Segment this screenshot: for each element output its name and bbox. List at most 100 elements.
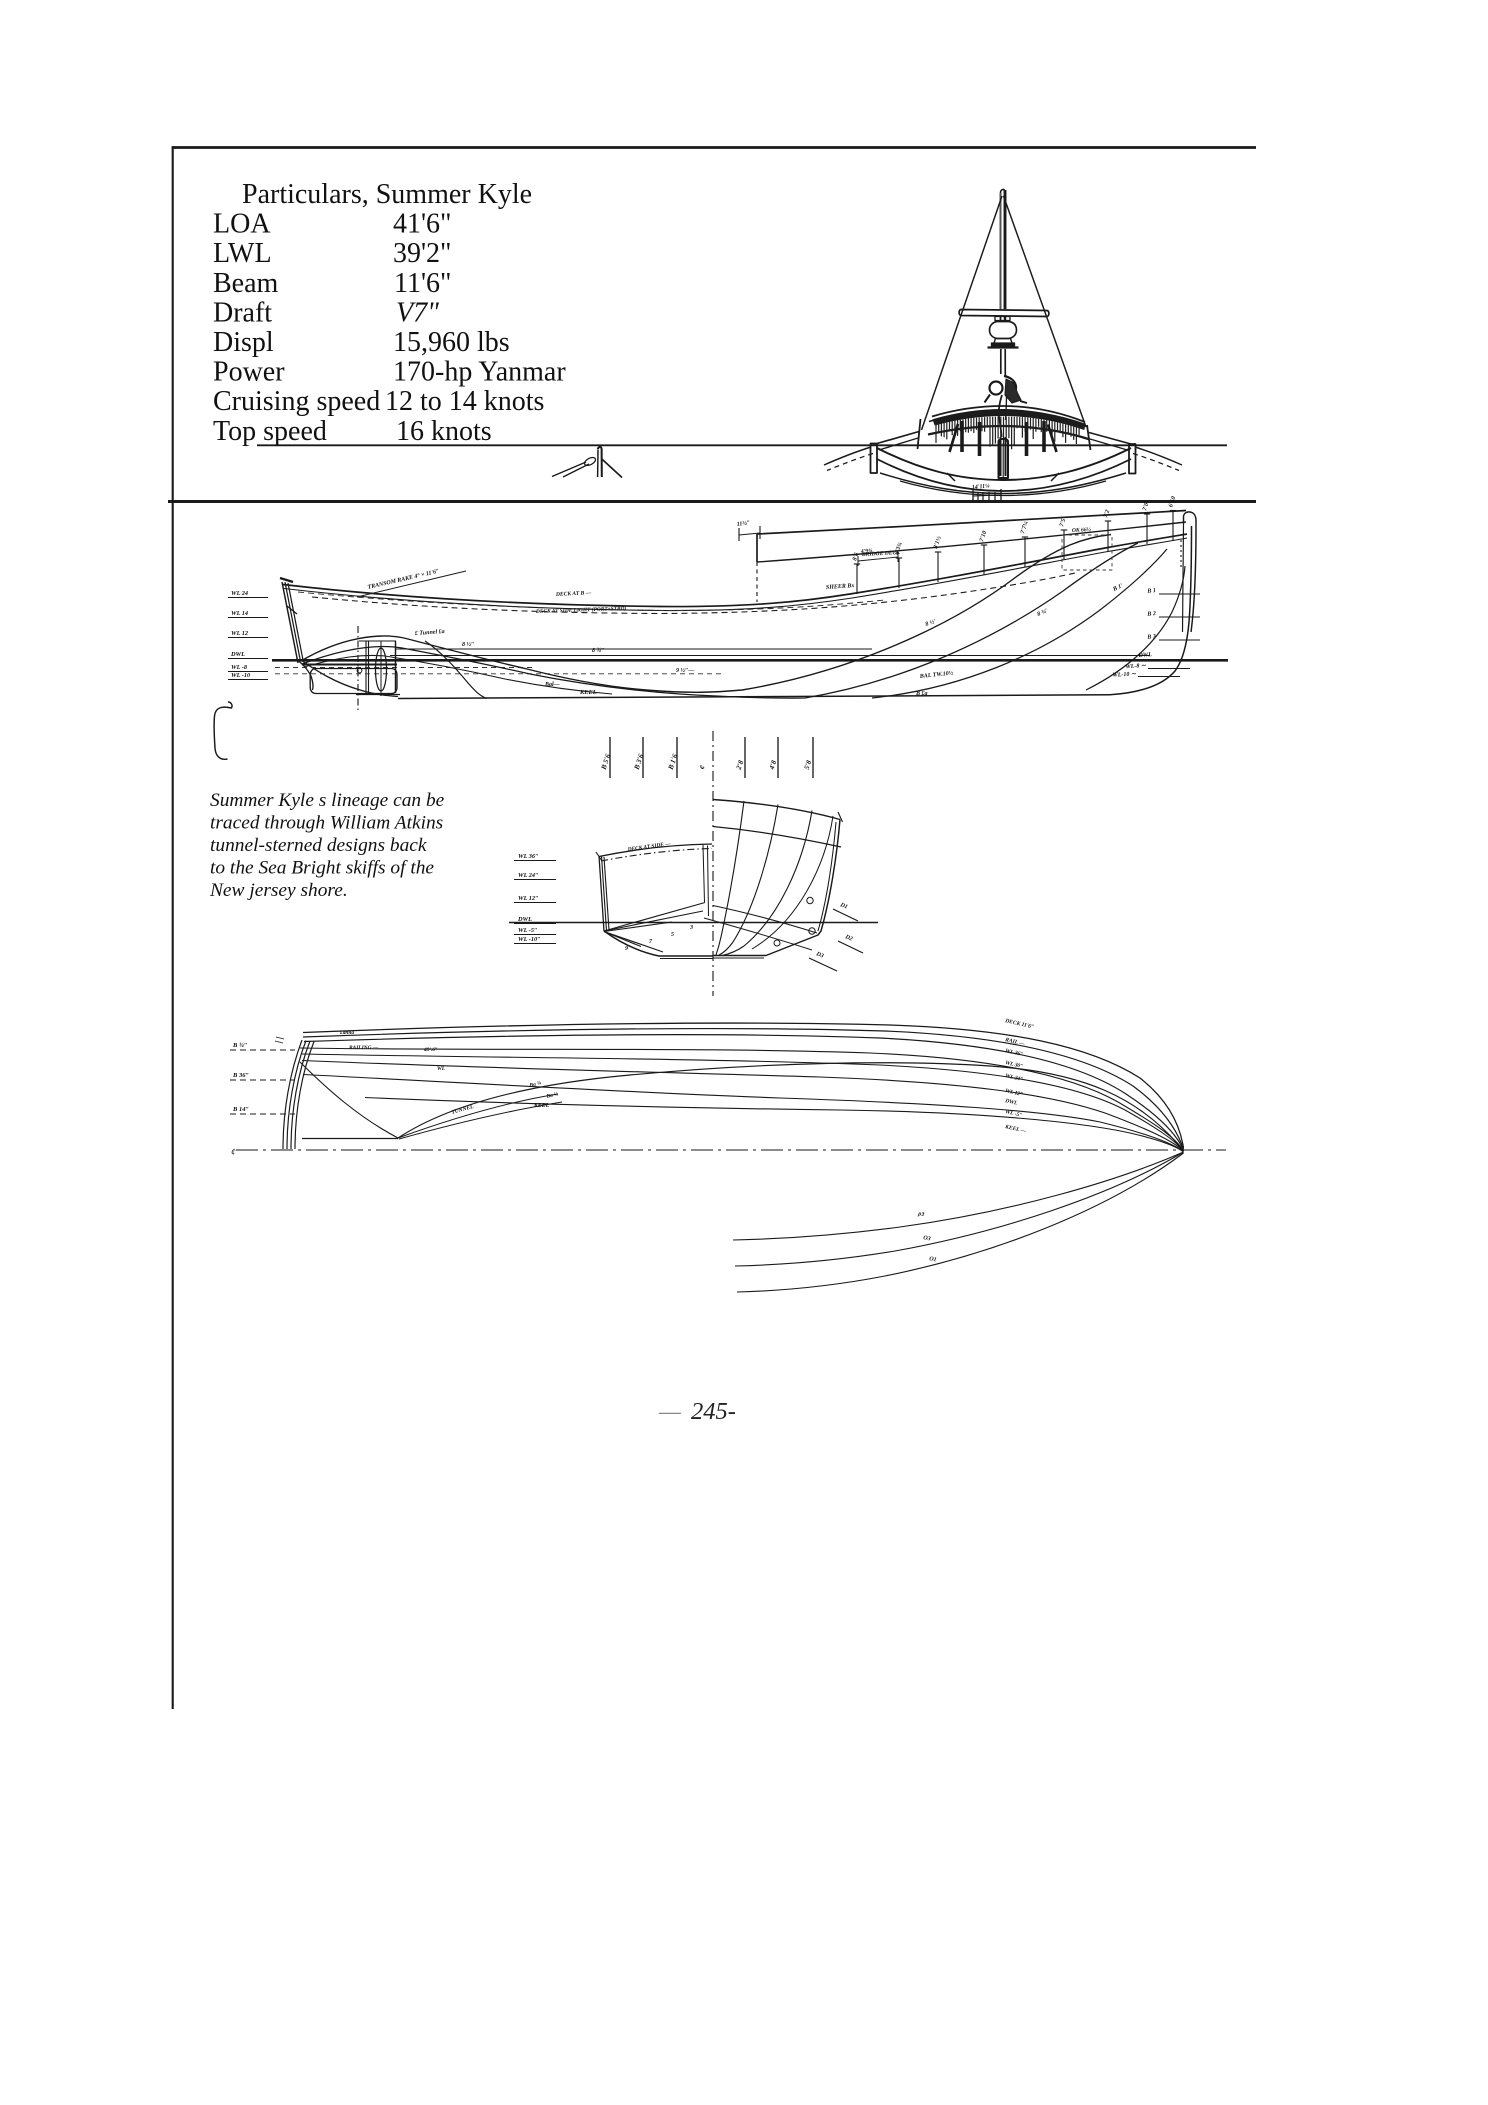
svg-text:7'2: 7'2	[1102, 509, 1111, 519]
svg-text:Summer Kyle s lineage can be: Summer Kyle s lineage can be	[210, 790, 445, 811]
svg-text:BAL TW.10½: BAL TW.10½	[918, 669, 954, 680]
svg-text:8 ¾″: 8 ¾″	[592, 648, 604, 654]
svg-text:DWL: DWL	[1004, 1098, 1019, 1107]
svg-text:7: 7	[649, 939, 653, 945]
svg-text:Power: Power	[213, 357, 285, 388]
svg-text:O3: O3	[923, 1235, 931, 1242]
svg-text:V7": V7"	[396, 297, 439, 328]
svg-text:—: —	[658, 1398, 681, 1425]
svg-text:15,960 lbs: 15,960 lbs	[393, 327, 510, 358]
svg-text:D2: D2	[843, 934, 853, 943]
svg-text:WL 24″: WL 24″	[1005, 1073, 1024, 1083]
svg-text:245-: 245-	[691, 1398, 736, 1425]
svg-text:WL 12″: WL 12″	[1005, 1088, 1024, 1098]
svg-text:Draft: Draft	[213, 297, 272, 328]
svg-text:B 14″: B 14″	[232, 1106, 249, 1113]
svg-text:Cruising speed: Cruising speed	[213, 386, 380, 417]
svg-text:9 ½″—: 9 ½″—	[676, 667, 694, 674]
svg-text:¢: ¢	[697, 764, 707, 771]
svg-text:7'10: 7'10	[978, 530, 988, 543]
svg-text:8'1½: 8'1½	[932, 535, 943, 549]
svg-text:BRIDGE DECK: BRIDGE DECK	[861, 550, 902, 558]
svg-text:B 3: B 3	[1146, 634, 1156, 641]
svg-text:39'2": 39'2"	[393, 238, 451, 269]
svg-text:WL -10: WL -10	[231, 672, 251, 679]
svg-text:DECK AT B —: DECK AT B —	[555, 590, 592, 598]
svg-text:TRANSOM RAKE 4° × 11'6″: TRANSOM RAKE 4° × 11'6″	[367, 568, 440, 591]
svg-text:O1: O1	[929, 1256, 937, 1263]
svg-text:SHEER Bx: SHEER Bx	[826, 583, 855, 591]
svg-text:WL 36″: WL 36″	[1005, 1048, 1024, 1058]
svg-text:£ Tunnel £a: £ Tunnel £a	[414, 629, 445, 637]
svg-text:RAILING —: RAILING —	[348, 1045, 379, 1051]
svg-text:Beam: Beam	[213, 268, 279, 299]
svg-text:¢: ¢	[231, 1147, 236, 1157]
svg-text:DWL: DWL	[1137, 652, 1152, 659]
svg-text:WL-8 ∼: WL-8 ∼	[1125, 663, 1147, 670]
svg-text:Particulars, Summer Kyle: Particulars, Summer Kyle	[242, 179, 532, 210]
svg-text:B £a: B £a	[915, 691, 928, 697]
svg-text:8 ½″: 8 ½″	[462, 641, 474, 648]
svg-text:WL-10 ∼: WL-10 ∼	[1112, 671, 1137, 678]
svg-text:7'7¼: 7'7¼	[1019, 520, 1030, 534]
svg-text:LWL: LWL	[213, 238, 272, 269]
svg-text:3: 3	[689, 925, 693, 931]
svg-text:WL -8: WL -8	[231, 664, 248, 671]
svg-text:DECK 11'6″: DECK 11'6″	[1004, 1018, 1035, 1031]
svg-text:Ba ½: Ba ½	[545, 1090, 559, 1100]
svg-text:B 1′: B 1′	[1111, 583, 1124, 593]
svg-text:traced through William Atkins: traced through William Atkins	[210, 813, 443, 834]
svg-text:11¾″: 11¾″	[736, 520, 750, 528]
svg-text:WL 14: WL 14	[231, 610, 248, 617]
svg-text:tunnel-sterned designs back: tunnel-sterned designs back	[210, 835, 427, 856]
svg-text:4'9¾: 4'9¾	[860, 548, 873, 555]
svg-text:Bal—: Bal—	[544, 682, 560, 688]
svg-text:11'6": 11'6"	[394, 268, 451, 299]
svg-text:D1: D1	[838, 902, 848, 911]
svg-text:8 ¾′: 8 ¾′	[1037, 608, 1049, 618]
svg-text:£anna: £anna	[339, 1030, 354, 1036]
svg-text:WL 12″: WL 12″	[518, 895, 539, 902]
svg-text:DECK AT SIDE LIGHT (PORT+STBD): DECK AT SIDE LIGHT (PORT+STBD)	[535, 605, 627, 615]
svg-text:B 36″: B 36″	[232, 1072, 249, 1079]
svg-text:DWL: DWL	[517, 916, 532, 923]
svg-text:WL 24″: WL 24″	[518, 872, 539, 879]
svg-text:KEEL —: KEEL —	[1004, 1124, 1028, 1135]
svg-text:to the Sea Bright skiffs of th: to the Sea Bright skiffs of the	[210, 858, 434, 879]
svg-text:4'8: 4'8	[767, 759, 778, 772]
svg-text:5: 5	[671, 932, 674, 938]
svg-text:9: 9	[625, 946, 628, 952]
svg-text:WL 36″: WL 36″	[518, 853, 539, 860]
svg-text:WL -5″: WL -5″	[518, 927, 538, 934]
svg-text:DWL: DWL	[230, 651, 245, 658]
svg-text:WL: WL	[437, 1066, 446, 1072]
svg-text:KEEL: KEEL	[533, 1103, 550, 1109]
svg-text:B 1: B 1	[1146, 588, 1156, 595]
svg-text:WL 30″: WL 30″	[1005, 1060, 1024, 1070]
svg-text:New jersey shore.: New jersey shore.	[209, 880, 348, 901]
svg-text:7'0: 7'0	[1141, 502, 1150, 512]
svg-text:7'5: 7'5	[1058, 518, 1067, 528]
svg-text:B 2: B 2	[1146, 611, 1156, 618]
svg-text:Top speed: Top speed	[213, 416, 327, 447]
svg-text:Displ: Displ	[213, 327, 274, 358]
svg-text:5'8: 5'8	[803, 759, 814, 771]
svg-text:Ba ¾: Ba ¾	[528, 1080, 542, 1089]
svg-text:KEEL: KEEL	[579, 689, 597, 696]
svg-text:D3: D3	[814, 951, 824, 960]
svg-text:12 to 14 knots: 12 to 14 knots	[385, 386, 544, 417]
svg-text:OK 66½: OK 66½	[1072, 526, 1092, 534]
svg-text:p3: p3	[917, 1211, 925, 1218]
svg-text:8 ½′: 8 ½′	[924, 618, 937, 628]
svg-text:170-hp Yanmar: 170-hp Yanmar	[393, 357, 566, 388]
svg-text:41'6": 41'6"	[393, 209, 451, 240]
svg-text:8'6: 8'6	[851, 551, 860, 562]
svg-text:8'3¾: 8'3¾	[893, 541, 904, 555]
svg-text:6'10: 6'10	[1167, 495, 1177, 508]
svg-text:49'.6″: 49'.6″	[423, 1047, 438, 1053]
svg-text:2'8: 2'8	[734, 759, 745, 772]
svg-text:WL -10″: WL -10″	[518, 936, 541, 943]
svg-text:RAIL —: RAIL —	[1004, 1037, 1026, 1048]
svg-text:WL 24: WL 24	[231, 590, 248, 597]
svg-text:16 knots: 16 knots	[396, 416, 492, 447]
